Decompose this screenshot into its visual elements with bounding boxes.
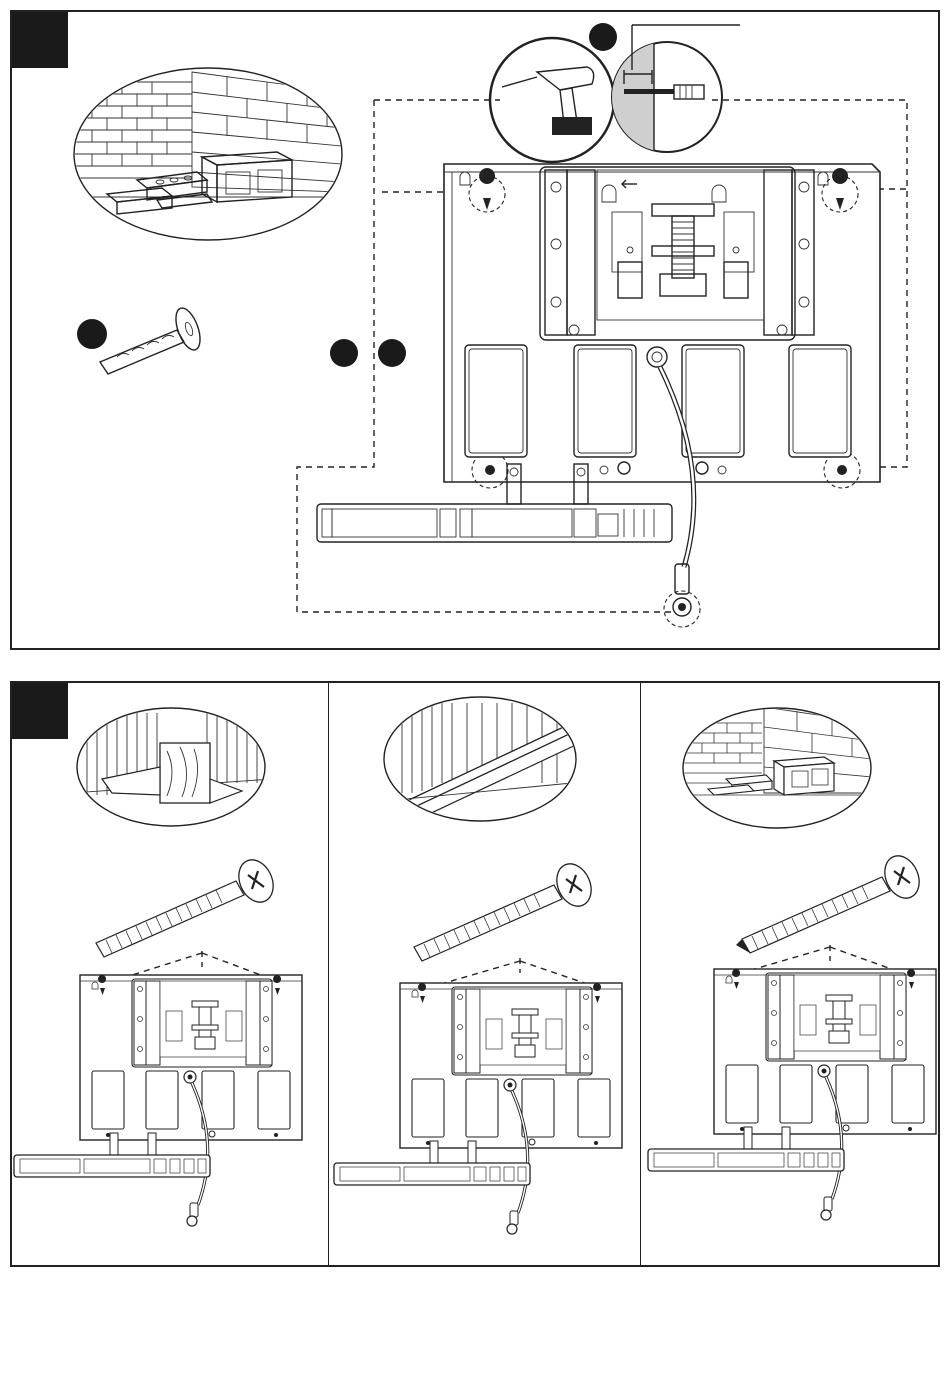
step-1-panel [10,10,940,650]
masonry-wall-icon [672,707,882,828]
lag-screw-icon [736,850,926,953]
mounting-plate-metal [334,983,622,1234]
power-drill-icon [490,38,614,162]
lag-screw-icon [96,854,280,957]
callout-a [330,339,358,367]
callout-depth [589,23,617,51]
mounting-plate-masonry [648,969,936,1220]
wood-stud-wall-icon [72,708,272,826]
step-1-illustration [12,12,942,652]
callout-b [378,339,406,367]
lag-screw-icon [414,858,598,961]
step-2-illustration [12,683,942,1269]
drill-depth-icon [612,25,740,160]
brick-wall-icon [72,67,342,240]
mounting-plate-wood [14,975,302,1226]
wall-anchor-icon [100,305,205,374]
mounting-plate [444,164,880,488]
metal-channel-wall-icon [384,697,580,823]
step-2-panel [10,681,940,1267]
callout-anchor [77,319,107,349]
